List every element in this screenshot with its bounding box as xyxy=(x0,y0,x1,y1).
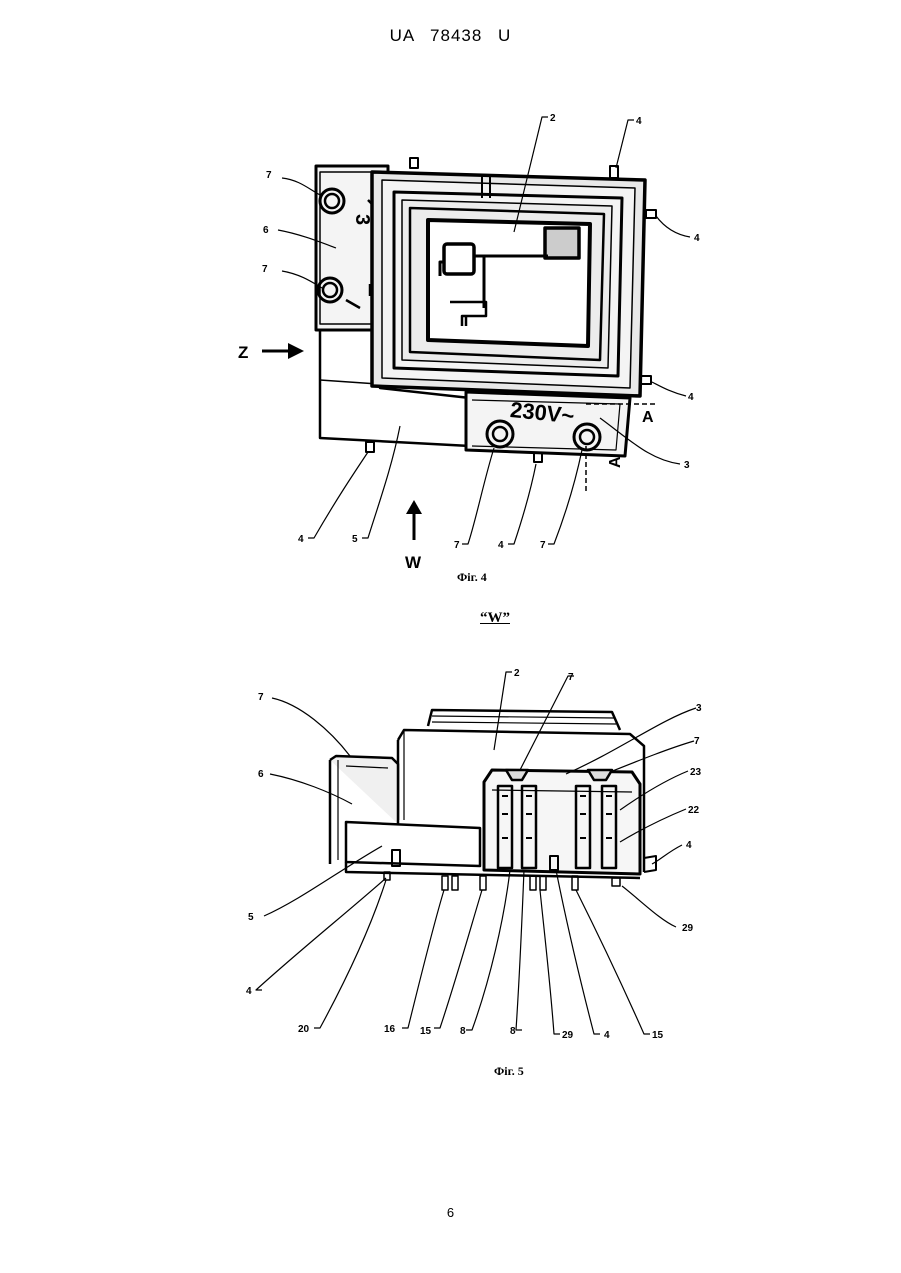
ref-15: 15 xyxy=(420,1026,432,1037)
figure-4-caption: Фіг. 4 xyxy=(457,570,487,585)
ref-2: 2 xyxy=(514,668,520,679)
ref-3: 3 xyxy=(684,460,690,471)
ref-7: 7 xyxy=(540,540,546,551)
page-number: 6 xyxy=(0,1205,901,1220)
figure-4-drawing: 3 230V~ Z W A A 2 4 4 4 3 7 6 7 4 5 7 4 … xyxy=(0,0,901,600)
ref-22: 22 xyxy=(688,805,700,816)
ref-7: 7 xyxy=(568,672,574,683)
ref-6: 6 xyxy=(258,769,264,780)
arrow-w-label: W xyxy=(405,553,422,572)
module-number-text: 3 xyxy=(351,214,373,225)
ref-8: 8 xyxy=(460,1026,466,1037)
ref-4: 4 xyxy=(694,233,700,244)
ref-4: 4 xyxy=(686,840,692,851)
ref-4: 4 xyxy=(688,392,694,403)
ref-29: 29 xyxy=(562,1030,574,1041)
ref-3: 3 xyxy=(696,703,702,714)
view-w-label: “W” xyxy=(480,610,510,627)
ref-4: 4 xyxy=(298,534,304,545)
ref-2: 2 xyxy=(550,113,556,124)
ref-6: 6 xyxy=(263,225,269,236)
figure-5-caption: Фіг. 5 xyxy=(494,1064,524,1079)
ref-23: 23 xyxy=(690,767,702,778)
ref-16: 16 xyxy=(384,1024,396,1035)
ref-15: 15 xyxy=(652,1030,664,1041)
ref-8: 8 xyxy=(510,1026,516,1037)
figure-5-drawing: 7 2 7 3 7 23 22 6 4 5 29 4 20 16 15 8 8 … xyxy=(0,640,901,1060)
ref-4: 4 xyxy=(604,1030,610,1041)
ref-7: 7 xyxy=(266,170,272,181)
ref-5: 5 xyxy=(352,534,358,545)
ref-20: 20 xyxy=(298,1024,310,1035)
section-a-top-label: A xyxy=(642,409,654,426)
arrow-z-label: Z xyxy=(238,343,248,362)
ref-5: 5 xyxy=(248,912,254,923)
ref-4: 4 xyxy=(246,986,252,997)
ref-29: 29 xyxy=(682,923,694,934)
ref-7: 7 xyxy=(262,264,268,275)
ref-4: 4 xyxy=(636,116,642,127)
ref-7: 7 xyxy=(454,540,460,551)
ref-7: 7 xyxy=(694,736,700,747)
section-a-bottom-label: A xyxy=(607,456,624,468)
ref-4: 4 xyxy=(498,540,504,551)
ref-7: 7 xyxy=(258,692,264,703)
